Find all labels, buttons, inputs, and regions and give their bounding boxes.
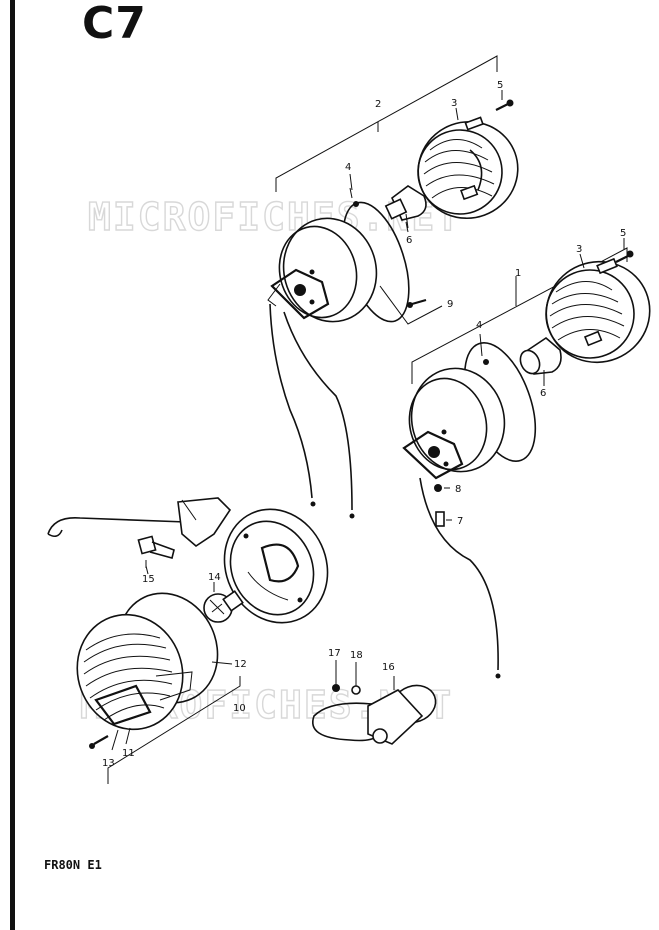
washer-part-18: [351, 662, 361, 695]
part-label-16: 16: [382, 662, 395, 673]
part-label-12: 12: [234, 659, 247, 670]
turn-signal-assembly-rear-left: [267, 55, 519, 519]
model-code: FR80N E1: [44, 858, 102, 872]
part-label-10: 10: [233, 703, 246, 714]
lens-part-11: [76, 613, 193, 731]
flasher-relay-assembly: [312, 660, 437, 745]
nut-part-8: [434, 484, 450, 492]
bulb-part-6-lower: [519, 336, 562, 384]
screw-part-9: [379, 285, 443, 325]
part-label-14: 14: [208, 572, 221, 583]
wire-lead-upper-a: [269, 303, 313, 499]
part-label-7: 7: [457, 516, 463, 527]
lens-part-3-upper: [417, 116, 519, 220]
part-label-4-upper: 4: [345, 162, 351, 173]
wire-lead-upper-b: [283, 311, 353, 511]
tail-light-assembly: [47, 497, 329, 784]
page-edge-bar: [10, 0, 15, 930]
turn-signal-assembly-rear-right: [402, 247, 651, 679]
bolt-part-15: [137, 535, 175, 568]
bolt-part-7: [435, 511, 452, 527]
screw-part-17: [332, 660, 340, 692]
tail-light-base: [223, 508, 329, 624]
part-label-1: 1: [515, 268, 521, 279]
part-label-11: 11: [122, 748, 135, 759]
part-label-2: 2: [375, 99, 381, 110]
part-label-8: 8: [455, 484, 461, 495]
housing-lower: [402, 367, 506, 480]
relay-wire-loop: [312, 702, 379, 742]
part-label-13: 13: [102, 758, 115, 769]
bulb-part-14: [203, 582, 244, 623]
part-label-15: 15: [142, 574, 155, 585]
bracket-line-part-2: [275, 55, 498, 192]
tail-light-bracket: [177, 497, 232, 548]
bracket-line-part-10: [107, 676, 241, 784]
section-code: C7: [82, 0, 147, 49]
part-label-5-upper: 5: [497, 80, 503, 91]
part-label-17: 17: [328, 648, 341, 659]
screw-part-13: [89, 735, 109, 749]
part-label-6-lower: 6: [540, 388, 546, 399]
relay-part-16: [367, 676, 437, 745]
part-label-9: 9: [447, 299, 453, 310]
part-label-3-lower: 3: [576, 244, 582, 255]
part-label-5-lower: 5: [620, 228, 626, 239]
housing-upper: [267, 217, 378, 323]
part-label-6-upper: 6: [406, 235, 412, 246]
part-label-18: 18: [350, 650, 363, 661]
part-labels: 1 2 3 3 4 4 5 5 6 6 7 8 9 10 11 12 13 14…: [102, 80, 626, 769]
lens-part-3-lower: [545, 257, 651, 364]
screw-part-5-lower: [615, 250, 634, 263]
bulb-part-6-upper: [384, 185, 427, 229]
part-label-3-upper: 3: [451, 98, 457, 109]
screw-part-5-upper: [495, 99, 514, 111]
wire-lead-lower: [419, 477, 499, 671]
leader-lines: [111, 90, 625, 751]
part-label-4-lower: 4: [476, 320, 482, 331]
